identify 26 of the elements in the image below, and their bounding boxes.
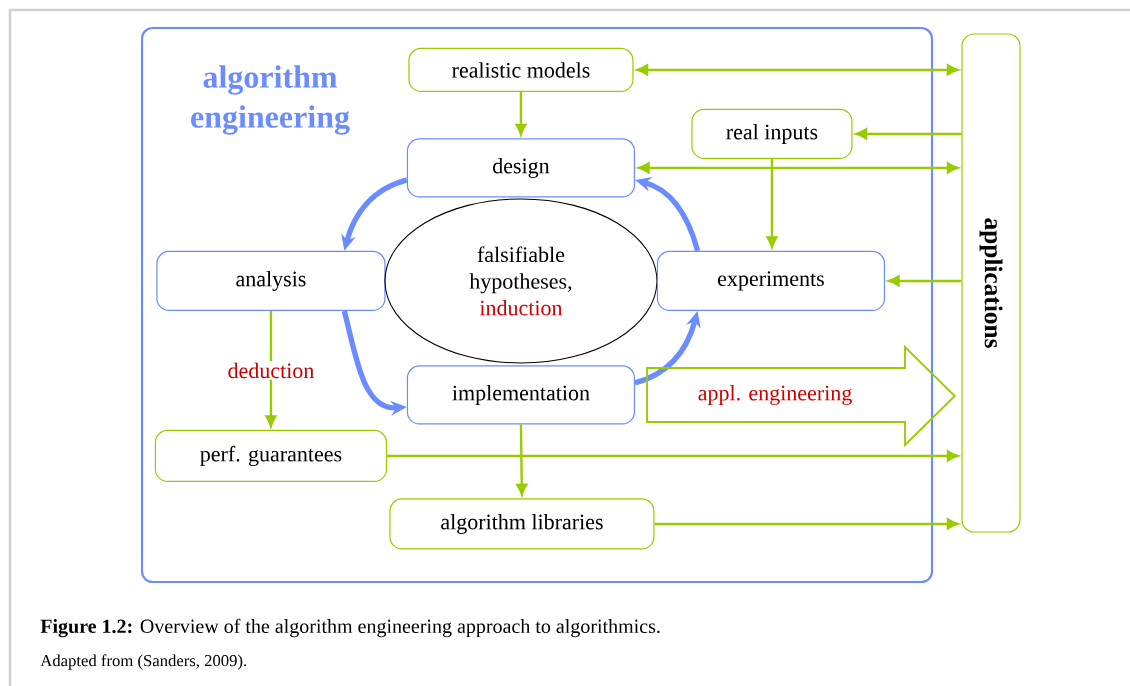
arrow <box>637 162 959 174</box>
block-arrow <box>646 344 957 448</box>
arrow <box>516 424 528 496</box>
edge-label: appl. engineering <box>696 383 854 407</box>
process-box: analysis <box>156 250 386 312</box>
group-heading: algorithm engineering <box>191 65 350 135</box>
process-box: algorithm libraries <box>389 498 655 550</box>
group-frame <box>140 26 934 584</box>
process-box: realistic models <box>408 47 634 93</box>
process-box: real inputs <box>691 108 853 160</box>
arrow <box>654 518 959 530</box>
edge-label: deduction <box>226 361 316 380</box>
arrow <box>515 92 527 136</box>
source-note: Adapted from (Sanders, 2009). <box>40 654 247 670</box>
process-box: implementation <box>406 365 636 425</box>
arrow <box>887 275 962 287</box>
arrow <box>636 64 959 76</box>
caption: Figure 1.2: Overview of the algorithm engineering approach to algorithmics. <box>40 618 660 638</box>
arrow <box>855 128 962 140</box>
process-box: design <box>406 138 636 198</box>
arrow <box>265 311 277 427</box>
arrow <box>387 450 959 462</box>
arrow <box>766 159 778 248</box>
process-box: experiments <box>656 250 886 312</box>
applications-bar: applications <box>961 33 1021 533</box>
process-box: perf. guarantees <box>154 429 388 483</box>
